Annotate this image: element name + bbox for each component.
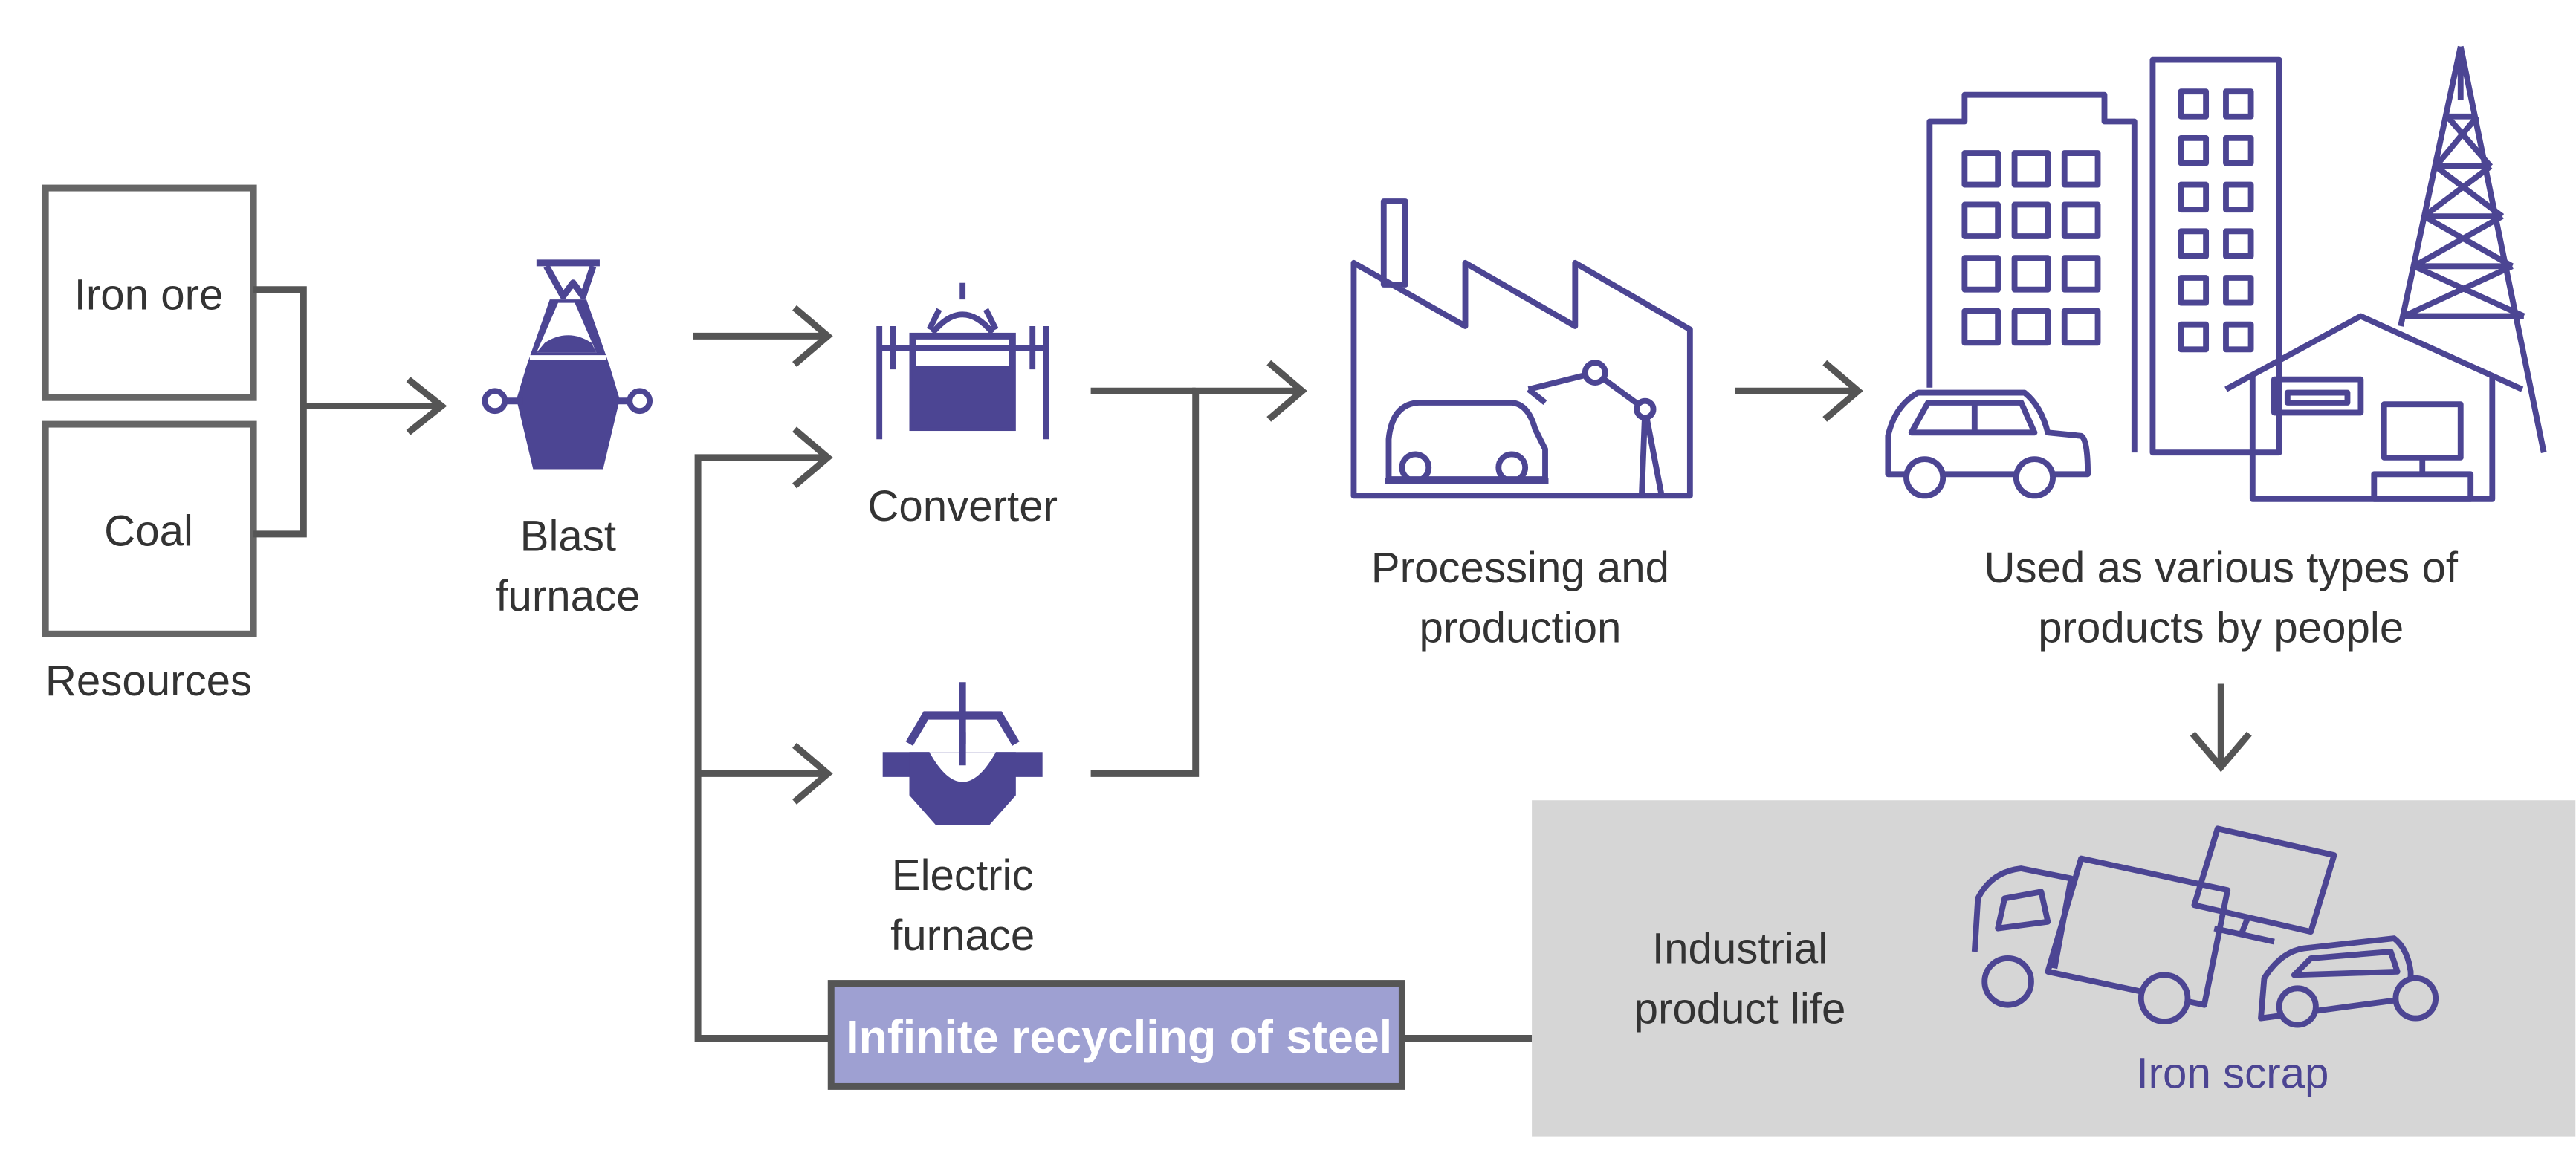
coal-label: Coal — [104, 507, 193, 556]
factory-icon — [1350, 198, 1693, 499]
electric-furnace-label-line2: furnace — [890, 912, 1035, 960]
recycle-to-electric-arrowhead — [792, 742, 833, 805]
processing-label-line2: production — [1419, 603, 1621, 652]
flow-connectors — [253, 286, 2252, 1042]
recycling-box — [827, 980, 1405, 1090]
resources-group: Iron ore Coal Resources — [42, 184, 257, 705]
recycle-loop-line — [694, 454, 830, 1042]
resources-bracket — [253, 286, 307, 538]
coal-box — [42, 420, 257, 637]
iron-ore-label: Iron ore — [74, 271, 224, 319]
processing-label-line1: Processing and — [1371, 544, 1669, 592]
recycling-label: Infinite recycling of steel — [846, 1012, 1392, 1064]
products-label-line2: products by people — [2038, 603, 2404, 652]
to-processing-arrowhead — [1266, 360, 1307, 422]
products-to-scrap-arrowhead — [2190, 731, 2252, 773]
blast-to-converter-arrowhead — [792, 305, 833, 367]
blast-furnace-icon — [482, 259, 653, 470]
right-building-windows — [2178, 88, 2254, 353]
converter-icon — [876, 282, 1049, 440]
electric-furnace-icon — [882, 682, 1043, 825]
industrial-life-label-line1: Industrial — [1652, 925, 1828, 973]
converter-label: Converter — [867, 482, 1058, 530]
recycle-to-converter-arrowhead — [792, 426, 833, 489]
city-icon — [1885, 45, 2547, 502]
industrial-life-label-line2: product life — [1634, 984, 1846, 1033]
processing-to-products-arrowhead — [1822, 360, 1863, 422]
products-label-line1: Used as various types of — [1984, 544, 2459, 592]
left-building-windows — [1961, 150, 2101, 346]
industrial-life-panel — [1532, 800, 2576, 1137]
resources-caption: Resources — [45, 657, 252, 705]
blast-furnace-label-line1: Blast — [520, 512, 616, 560]
electric-to-processing-line — [1090, 387, 1303, 777]
resources-to-blast-arrowhead — [406, 377, 447, 435]
scrap-icon — [1971, 825, 2439, 1028]
electric-furnace-label-line1: Electric — [892, 851, 1034, 900]
blast-furnace-label-line2: furnace — [496, 572, 640, 620]
iron-scrap-label: Iron scrap — [2137, 1050, 2329, 1098]
